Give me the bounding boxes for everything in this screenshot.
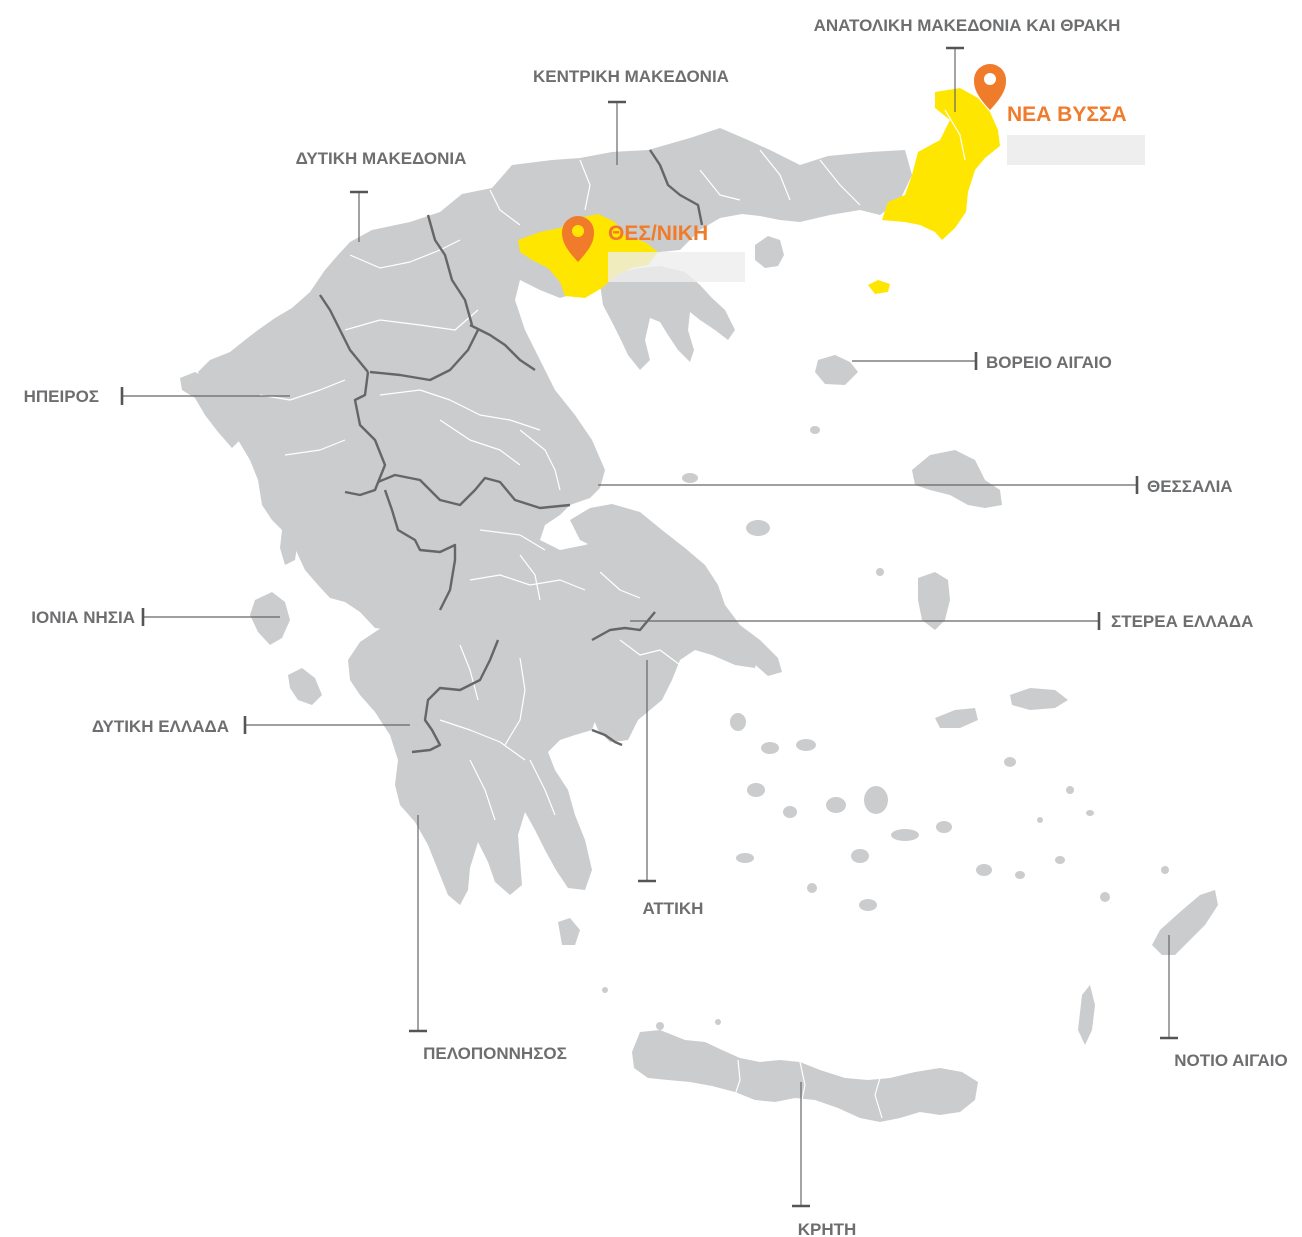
lefkada-island xyxy=(280,525,298,565)
peloponnese xyxy=(348,610,598,905)
evia-island xyxy=(570,504,782,676)
nea-vyssa-plate xyxy=(1007,135,1145,165)
label-dytiki-ellada: ΔΥΤΙΚΗ ΕΛΛΑΔΑ xyxy=(92,717,229,736)
highlight-evros xyxy=(882,88,1000,240)
label-dytiki-makedonia: ΔΥΤΙΚΗ ΜΑΚΕΔΟΝΙΑ xyxy=(296,149,467,168)
label-kriti: ΚΡΗΤΗ xyxy=(798,1220,857,1237)
label-voreio-aigaio: ΒΟΡΕΙΟ ΑΙΓΑΙΟ xyxy=(986,353,1112,372)
karpathos-island xyxy=(1078,985,1095,1045)
prefecture-boundaries xyxy=(259,109,966,1119)
map-pin-nea-vyssa[interactable] xyxy=(974,64,1006,110)
pin-label-nea-vyssa: ΝΕΑ ΒΥΣΣΑ xyxy=(1007,103,1127,126)
corfu-island xyxy=(180,372,240,448)
chalkidiki xyxy=(600,266,735,370)
label-ipeiros: ΗΠΕΙΡΟΣ xyxy=(24,387,99,406)
highlight-thessaloniki xyxy=(518,214,658,298)
label-kentriki-makedonia: ΚΕΝΤΡΙΚΗ ΜΑΚΕΔΟΝΙΑ xyxy=(533,67,729,86)
small-islands xyxy=(591,426,1169,1030)
leader-lines xyxy=(120,46,1178,1208)
pin-label-thessaloniki: ΘΕΣ/ΝΙΚΗ xyxy=(608,222,708,245)
label-peloponnisos: ΠΕΛΟΠΟΝΝΗΣΟΣ xyxy=(423,1044,567,1063)
zakynthos-island xyxy=(288,668,322,705)
regional-boundaries xyxy=(319,149,704,754)
label-thessalia: ΘΕΣΣΑΛΙΑ xyxy=(1147,477,1233,496)
label-notio-aigaio: ΝΟΤΙΟ ΑΙΓΑΙΟ xyxy=(1174,1051,1288,1070)
ikaria-island xyxy=(935,708,978,728)
label-sterea-ellada: ΣΤΕΡΕΑ ΕΛΛΑΔΑ xyxy=(1111,612,1253,631)
lemnos-island xyxy=(815,355,858,385)
crete-island xyxy=(632,1030,978,1122)
rhodes-island xyxy=(1152,890,1218,955)
thessaloniki-plate xyxy=(608,252,745,282)
lesvos-island xyxy=(912,450,1002,508)
map-pin-thessaloniki[interactable] xyxy=(562,216,594,262)
kythira-island xyxy=(558,918,580,945)
label-attiki: ΑΤΤΙΚΗ xyxy=(643,899,704,918)
samos-island xyxy=(1010,688,1068,710)
kefalonia-island xyxy=(250,592,290,645)
chios-island xyxy=(918,572,950,630)
thasos-island xyxy=(755,236,784,268)
label-anatoliki-makedonia-thraki: ΑΝΑΤΟΛΙΚΗ ΜΑΚΕΔΟΝΙΑ ΚΑΙ ΘΡΑΚΗ xyxy=(814,16,1121,35)
highlight-samothraki xyxy=(868,280,890,294)
label-ionia-nisia: ΙΟΝΙΑ ΝΗΣΙΑ xyxy=(31,608,135,627)
mainland-greece xyxy=(198,128,912,742)
